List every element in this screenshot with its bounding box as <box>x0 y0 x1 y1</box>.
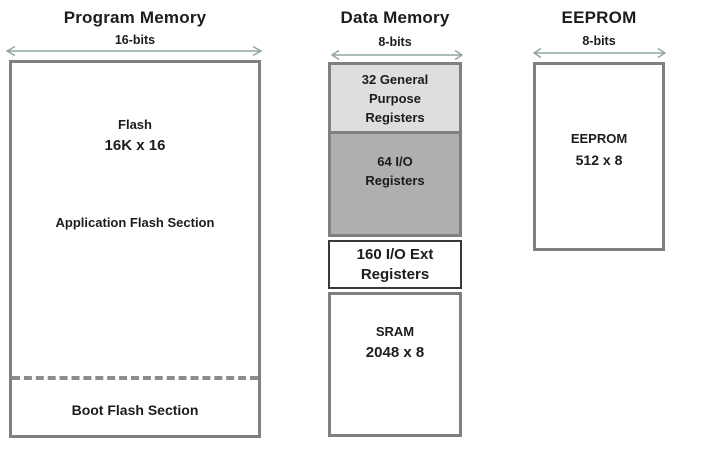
sram-title: SRAM <box>375 324 415 339</box>
ext-io-registers-label: 160 I/O Ext Registers <box>356 246 434 283</box>
eeprom-box: EEPROM 512 x 8 <box>533 62 665 251</box>
double-arrow-icon <box>5 45 263 57</box>
boot-section-divider <box>12 376 258 380</box>
sram-segment: SRAM 2048 x 8 <box>328 292 462 437</box>
flash-title: Flash <box>118 117 152 132</box>
boot-flash-section-label: Boot Flash Section <box>71 402 199 418</box>
ext-io-registers-segment: 160 I/O Ext Registers <box>328 240 462 289</box>
program-memory-bus-width-label: 16-bits <box>114 33 156 47</box>
double-arrow-icon <box>532 47 667 59</box>
data-memory-bus-width-label: 8-bits <box>378 35 412 49</box>
eeprom-block-title: EEPROM <box>570 131 628 146</box>
program-memory-box: Flash 16K x 16 Application Flash Section… <box>9 60 261 438</box>
general-purpose-registers-segment: 32 General Purpose Registers <box>328 62 462 134</box>
flash-size: 16K x 16 <box>104 137 166 154</box>
io-registers-label: 64 I/O Registers <box>365 154 425 188</box>
program-memory-title: Program Memory <box>63 8 207 27</box>
sram-size: 2048 x 8 <box>365 344 425 361</box>
double-arrow-icon <box>330 49 464 61</box>
application-flash-section-label: Application Flash Section <box>55 215 215 230</box>
eeprom-title: EEPROM <box>561 8 637 27</box>
eeprom-block-size: 512 x 8 <box>575 152 623 168</box>
io-registers-segment: 64 I/O Registers <box>328 131 462 237</box>
general-purpose-registers-label: 32 General Purpose Registers <box>361 72 429 125</box>
data-memory-title: Data Memory <box>340 8 450 27</box>
eeprom-bus-width-label: 8-bits <box>582 34 616 48</box>
